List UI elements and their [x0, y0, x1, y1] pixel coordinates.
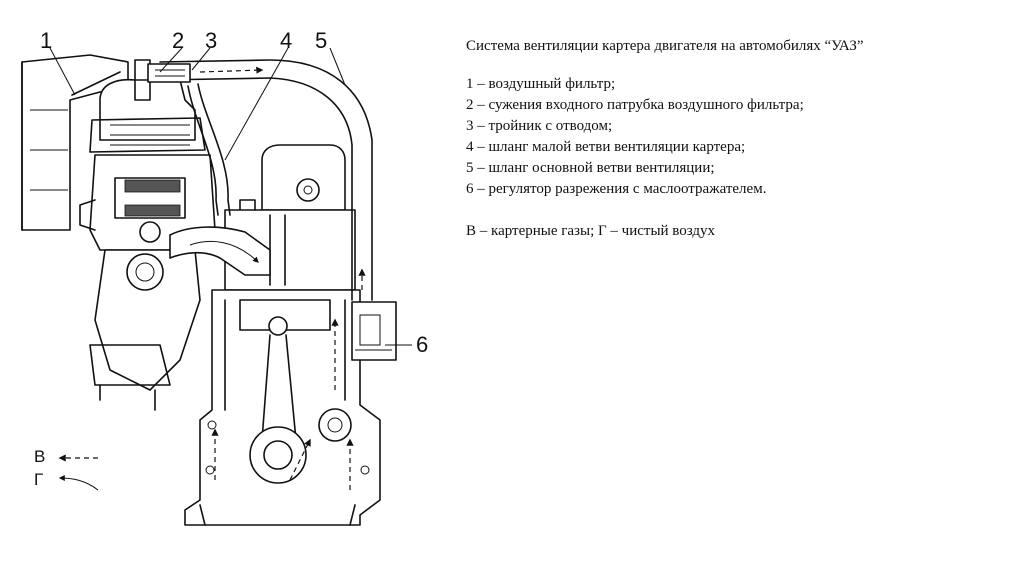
legend-item-5: 5 – шланг основной ветви вентиляции;: [466, 160, 715, 176]
legend-note: В – картерные газы; Г – чистый воздух: [466, 223, 716, 239]
callout-3: 3: [205, 28, 217, 53]
vacuum-regulator: [351, 301, 397, 361]
flow-legend-clean-letter: Г: [34, 470, 43, 489]
callout-leaders: [49, 47, 412, 346]
legend-item-4: 4 – шланг малой ветви вентиляции картера…: [466, 139, 746, 155]
legend-item-1: 1 – воздушный фильтр;: [466, 76, 616, 92]
flow-legend: В Г: [34, 447, 99, 491]
legend-item-3: 3 – тройник с отводом;: [466, 118, 613, 134]
small-branch-hose: [187, 83, 231, 216]
callout-5: 5: [315, 28, 327, 53]
engine-ventilation-diagram: 1 2 3 4 5 6 В Г: [21, 28, 428, 526]
legend-title: Система вентиляции картера двигателя на …: [466, 38, 864, 54]
crankcase-gas-arrows: [211, 318, 354, 490]
flow-legend-crankcase-letter: В: [34, 447, 45, 466]
callout-1: 1: [40, 28, 52, 53]
carburettor-body: [79, 154, 216, 251]
legend-item-2: 2 – сужения входного патрубка воздушного…: [466, 97, 804, 113]
callout-6: 6: [416, 332, 428, 357]
intake-port: [169, 226, 271, 276]
intake-elbow: [89, 59, 206, 153]
callout-4: 4: [280, 28, 292, 53]
legend-panel: Система вентиляции картера двигателя на …: [466, 36, 986, 257]
tee-fitting: [147, 63, 191, 83]
legend-item-6: 6 – регулятор разрежения с маслоотражате…: [466, 181, 767, 197]
intake-manifold: [89, 249, 201, 411]
callout-2: 2: [172, 28, 184, 53]
air-filter-housing: [21, 54, 129, 231]
legend-items: 1 – воздушный фильтр; 2 – сужения входно…: [466, 74, 986, 200]
clean-air-arrow-icon: [58, 475, 99, 491]
engine-block: [184, 289, 381, 526]
